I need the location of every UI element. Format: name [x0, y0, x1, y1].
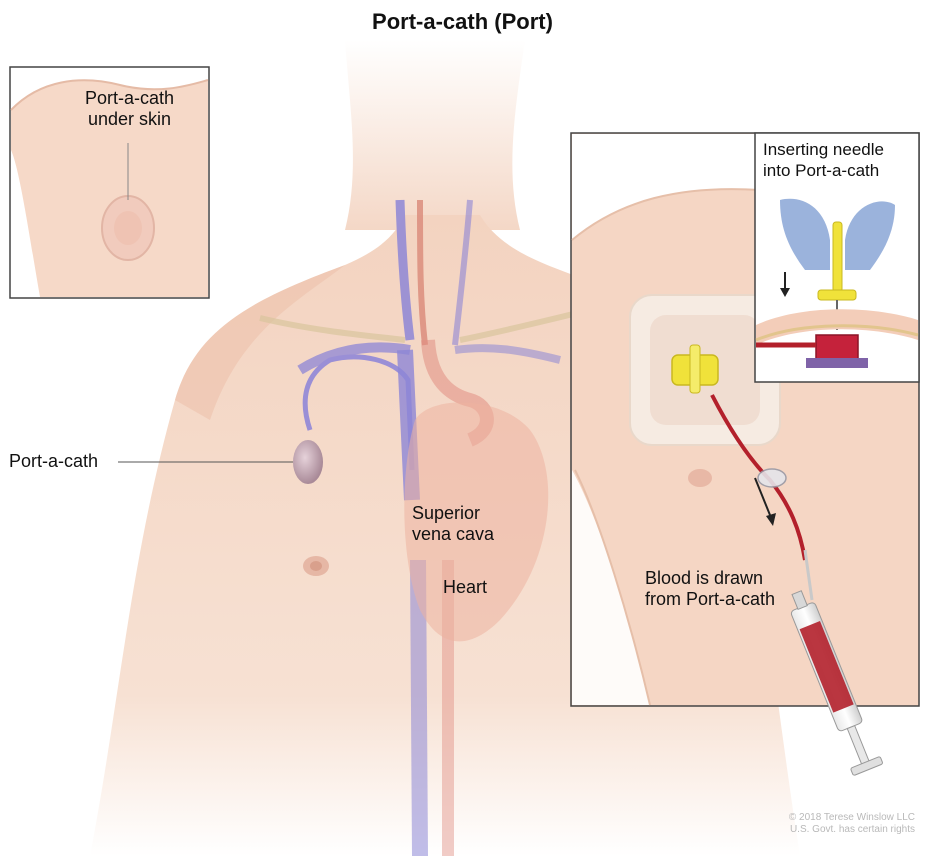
copyright-notice: © 2018 Terese Winslow LLC U.S. Govt. has…	[789, 812, 915, 836]
label-heart: Heart	[443, 577, 487, 598]
neck	[345, 40, 525, 230]
label-inserting-needle: Inserting needle into Port-a-cath	[763, 139, 884, 181]
port-implant	[293, 440, 323, 484]
label-port-a-cath: Port-a-cath	[9, 451, 98, 472]
label-blood-drawn: Blood is drawn from Port-a-cath	[645, 568, 775, 610]
label-superior-vena-cava: Superior vena cava	[412, 503, 494, 545]
label-port-under-skin: Port-a-cath under skin	[62, 88, 197, 130]
